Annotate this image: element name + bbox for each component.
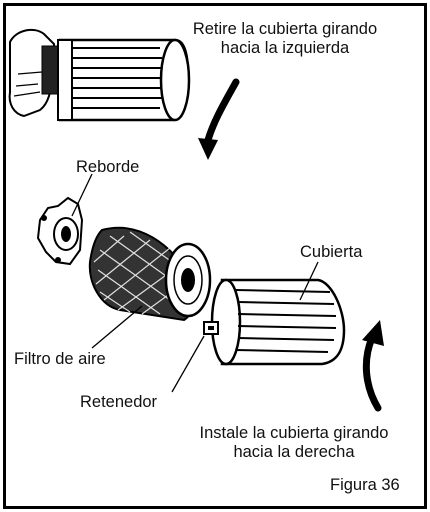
flange-label: Reborde: [76, 158, 140, 176]
bottom-cover-illustration: [203, 278, 346, 366]
leader-lines: [71, 173, 319, 393]
install-line-2: hacia la derecha: [233, 443, 355, 461]
install-instruction: Instale la cubierta girando hacia la der…: [166, 424, 422, 462]
flange-illustration: [36, 196, 84, 266]
install-line-1: Instale la cubierta girando: [199, 424, 389, 442]
cover-label: Cubierta: [300, 243, 363, 261]
figure-caption: Figura 36: [330, 476, 400, 494]
air-filter-label: Filtro de aire: [14, 350, 106, 368]
air-filter-illustration: [88, 226, 212, 330]
remove-instruction: Retire la cubierta girando hacia la izqu…: [160, 20, 410, 58]
install-arrow-icon: [362, 320, 384, 412]
remove-line-1: Retire la cubierta girando: [192, 20, 378, 38]
top-cover-illustration: [8, 28, 191, 122]
retainer-label: Retenedor: [80, 393, 158, 411]
remove-arrow-icon: [198, 78, 240, 160]
remove-line-2: hacia la izquierda: [220, 39, 350, 57]
